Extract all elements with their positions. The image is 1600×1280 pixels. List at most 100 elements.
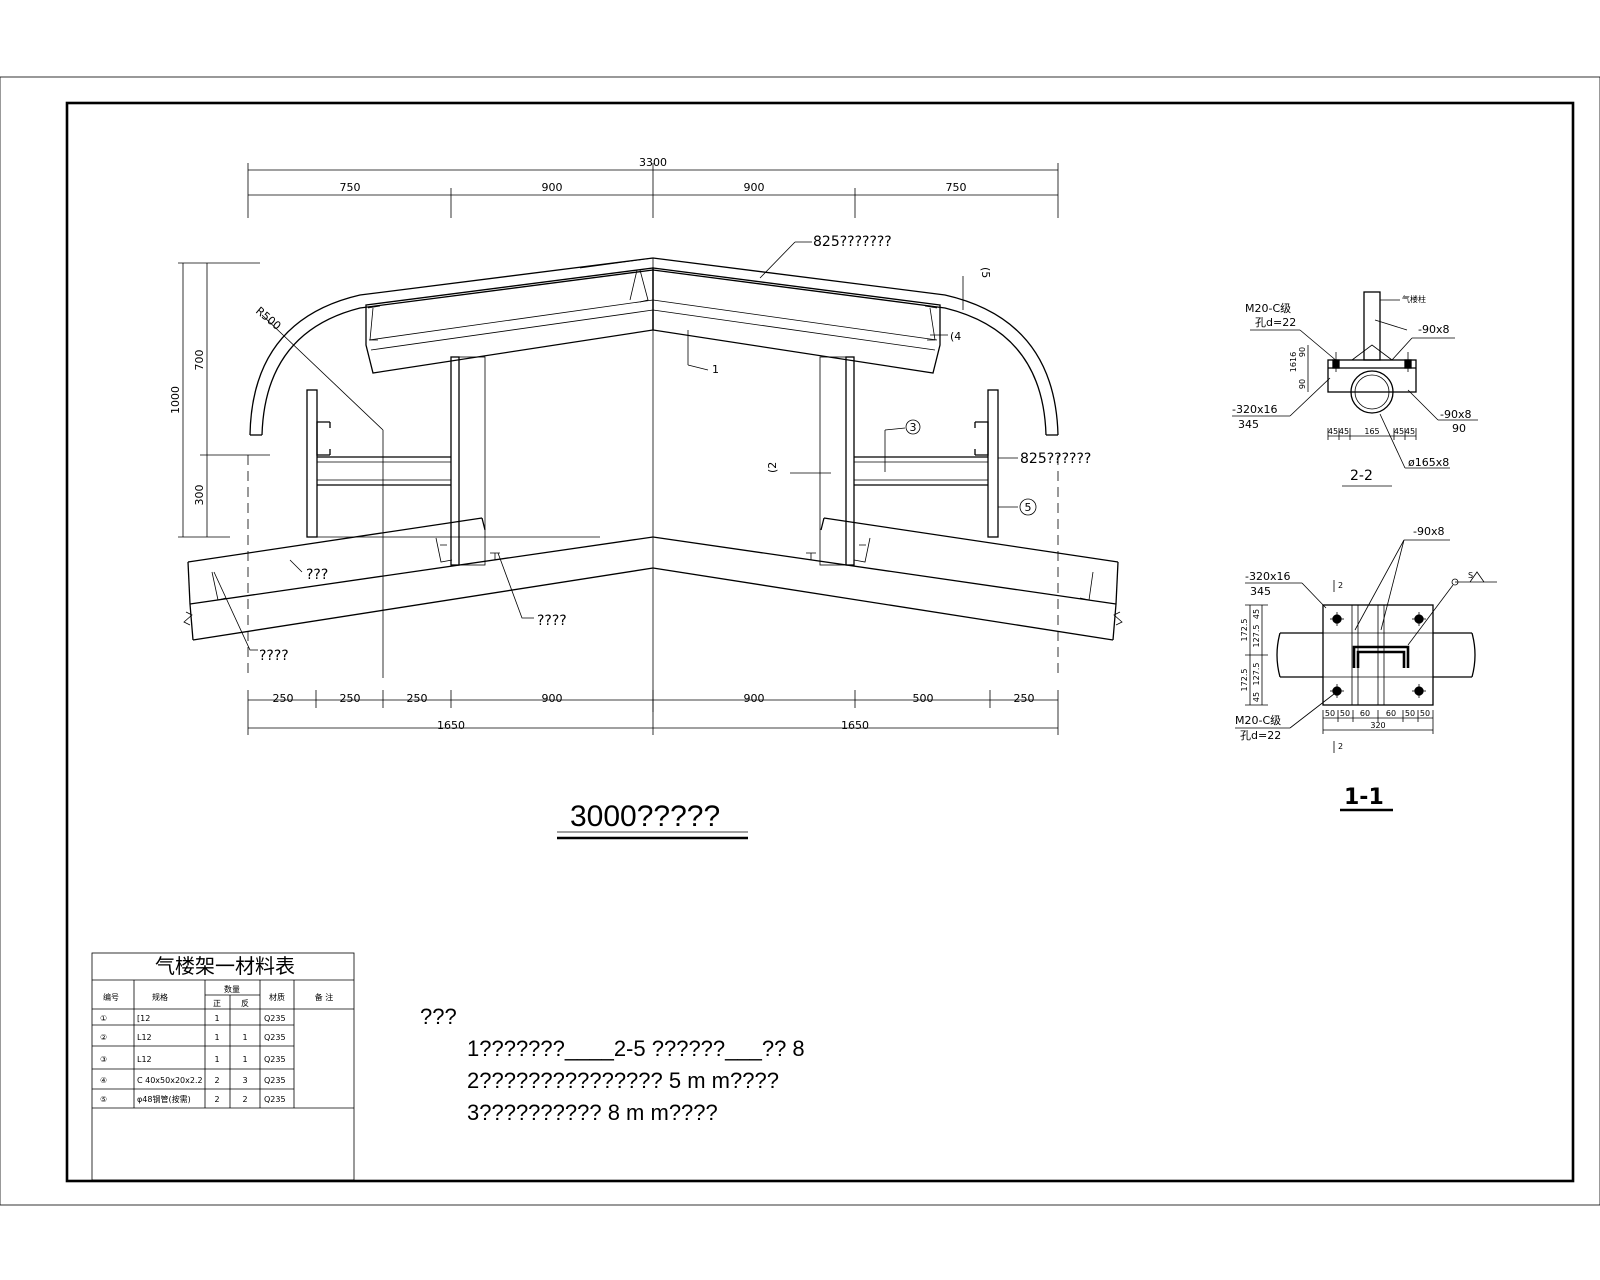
notes-line-1: 1???????____2-5 ??????___?? 8 [467, 1036, 805, 1061]
material-table-header-qty: 数量 [224, 984, 240, 994]
post-left-web [458, 356, 486, 566]
girt-right [854, 456, 988, 486]
material-table-r5-no: ⑤ [100, 1095, 107, 1104]
section-2-2-pipe: ø165x8 [1408, 456, 1449, 469]
dim-top-seg-3: 900 [744, 181, 765, 194]
section-1-1-vdim-5: 127.5 [1252, 663, 1261, 686]
material-table-header-no: 编号 [103, 992, 119, 1002]
main-view-title: 3000????? [570, 800, 720, 833]
section-1-1-hole: 孔d=22 [1240, 729, 1281, 742]
section-2-2-hdim-5: 45 [1405, 427, 1415, 436]
section-1-1-weld-mark: S [1468, 571, 1473, 580]
dim-top-seg-2: 900 [542, 181, 563, 194]
material-table-header-mat: 材质 [269, 992, 285, 1002]
callout-item5-bottom: 5 [1025, 501, 1032, 514]
material-table-r3-mat: Q235 [264, 1055, 286, 1064]
notes-line-3: 3?????????? 8 m m???? [467, 1100, 718, 1125]
material-table-r3-no: ③ [100, 1055, 107, 1064]
notes: ??? 1???????____2-5 ??????___?? 8 2?????… [420, 1004, 805, 1125]
dim-top-total: 3300 [639, 156, 667, 169]
upper-rafter-left [365, 267, 654, 374]
lower-rafter-right [652, 517, 1123, 641]
section-2-2-bolt: M20-C级 [1245, 302, 1291, 315]
material-table: 气楼架一材料表 编号 规格 数量 正 反 材质 备 注 ① [12 1 Q235… [91, 952, 355, 1181]
section-2-2: 气楼柱 M20-C级 孔d=22 -90x8 -90x8 90 -320x16 … [1232, 291, 1478, 487]
material-table-r2-spec: L12 [137, 1033, 152, 1042]
section-1-1: -90x8 -320x16 345 2 2 S 45 127.5 172.5 1… [1235, 525, 1497, 812]
material-table-r4-mat: Q235 [264, 1076, 286, 1085]
section-2-2-vdim-2: 1616 [1289, 352, 1298, 372]
wall-plate-right [987, 389, 999, 538]
section-2-2-hdim-3: 165 [1364, 427, 1379, 436]
section-1-1-title: 1-1 [1344, 785, 1384, 810]
material-table-r3-q2: 1 [242, 1055, 247, 1064]
material-table-r4-q2: 3 [242, 1076, 247, 1085]
material-table-r5-q2: 2 [242, 1095, 247, 1104]
callout-item5-top: (5 [979, 267, 992, 278]
callout-item2: (2 [766, 462, 779, 473]
section-1-1-vdims: 45 127.5 172.5 172.5 127.5 45 [1240, 604, 1268, 706]
dim-bottom-seg-2: 250 [340, 692, 361, 705]
girt-left [317, 456, 451, 486]
sheet-outer-border [0, 76, 1600, 1206]
material-table-r1-spec: [12 [137, 1014, 150, 1023]
dim-bottom-seg-5: 900 [744, 692, 765, 705]
dim-left-upper: 700 [193, 350, 206, 371]
section-2-2-plate-right-sub: 90 [1452, 422, 1466, 435]
callout-bottom-left-b: ???? [259, 648, 289, 664]
material-table-r4-no: ④ [100, 1076, 107, 1085]
material-table-header-spec: 规格 [152, 992, 168, 1002]
section-2-2-vdim-3: 90 [1298, 379, 1307, 389]
section-2-2-hdim-2: 45 [1339, 427, 1349, 436]
material-table-header-remark: 备 注 [315, 992, 334, 1002]
section-1-1-vdim-4: 172.5 [1240, 669, 1249, 692]
post-left [450, 356, 460, 566]
section-1-1-hdim-2: 50 [1340, 709, 1350, 718]
callout-item3: 3 [910, 421, 917, 434]
dim-bottom-seg-4: 900 [542, 692, 563, 705]
callout-item1: 1 [712, 363, 719, 376]
section-2-2-plate-right: -90x8 [1440, 408, 1471, 421]
material-table-header-qty-b: 反 [241, 998, 249, 1008]
material-table-r2-mat: Q235 [264, 1033, 286, 1042]
dim-top-seg-1: 750 [340, 181, 361, 194]
material-table-r1-no: ① [100, 1014, 107, 1023]
section-2-2-base-plate: -320x16 [1232, 403, 1277, 416]
lower-rafter-left [183, 517, 654, 641]
top-dimensions: 3300 750 900 900 750 [247, 156, 1059, 218]
wall-plate-left [306, 389, 318, 538]
pipe-2-2 [1350, 370, 1394, 414]
dim-bottom-total-1: 1650 [437, 719, 465, 732]
section-1-1-vdim-6: 45 [1252, 692, 1261, 702]
material-table-r2-q2: 1 [242, 1033, 247, 1042]
section-1-1-vdim-2: 127.5 [1252, 625, 1261, 648]
sheet-frame [65, 101, 1575, 1183]
left-dimensions: 1000 700 300 [169, 262, 270, 538]
section-1-1-bolt: M20-C级 [1235, 714, 1281, 727]
callout-item4: (4 [950, 330, 961, 343]
main-elevation: 3300 750 900 900 750 1000 700 300 [169, 156, 1123, 840]
notes-line-2: 2??????????????? 5 m m???? [467, 1068, 779, 1093]
section-1-1-cut-mark-bottom: 2 [1338, 742, 1343, 751]
material-table-r5-mat: Q235 [264, 1095, 286, 1104]
section-2-2-hole: 孔d=22 [1255, 316, 1296, 329]
arch-cover-outer [249, 257, 1059, 436]
callout-bottom-center: ???? [537, 613, 567, 629]
material-table-r4-q1: 2 [214, 1076, 219, 1085]
notes-heading: ??? [420, 1004, 457, 1029]
material-table-r4-spec: C 40x50x20x2.2 [137, 1076, 203, 1085]
section-1-1-vdim-3: 172.5 [1240, 619, 1249, 642]
material-table-r1-q1: 1 [214, 1014, 219, 1023]
section-2-2-hdim-1: 45 [1328, 427, 1338, 436]
section-1-1-hdims: 50 50 60 60 50 50 320 [1322, 709, 1434, 734]
dim-bottom-seg-6: 500 [913, 692, 934, 705]
section-2-2-title: 2-2 [1350, 468, 1373, 484]
section-1-1-plate-top: -90x8 [1413, 525, 1444, 538]
callout-right-label: 825?????? [1020, 451, 1091, 467]
material-table-r1-mat: Q235 [264, 1014, 286, 1023]
section-1-1-base-plate: -320x16 [1245, 570, 1290, 583]
post-right-web [819, 356, 847, 566]
material-table-r5-q1: 2 [214, 1095, 219, 1104]
section-1-1-cut-mark-top: 2 [1338, 581, 1343, 590]
dim-bottom-seg-7: 250 [1014, 692, 1035, 705]
